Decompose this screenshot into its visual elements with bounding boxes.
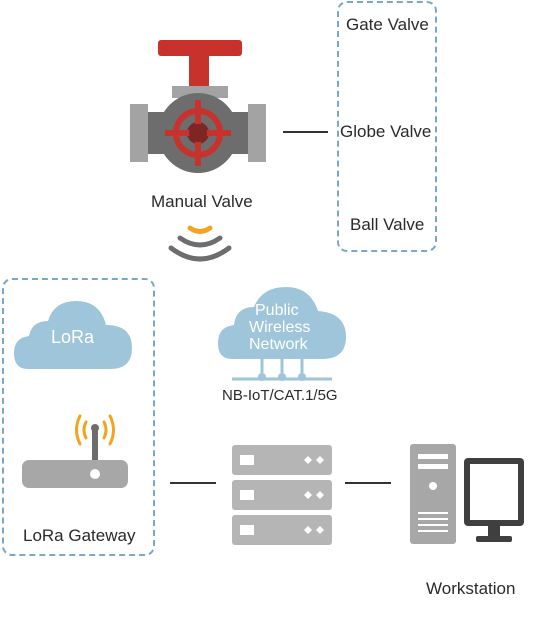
workstation-label: Workstation [426,579,516,598]
manual-valve-label: Manual Valve [151,192,253,211]
globe-valve-label: Globe Valve [340,122,432,141]
lora-cloud-label: LoRa [51,327,95,347]
lora-group-box [2,278,155,556]
lora-gateway-label: LoRa Gateway [23,526,136,545]
lora-cloud-icon [14,301,132,369]
network-cloud-line-2: Wireless [249,319,311,336]
manual-valve-icon [130,40,266,173]
valve-types-connector [283,131,328,133]
valve-types-box [337,1,437,252]
server-workstation-connector [345,482,391,484]
workstation-icon [410,444,524,544]
gateway-server-connector [170,482,216,484]
lora-gateway-icon [22,414,128,488]
gate-valve-label: Gate Valve [346,15,429,34]
server-icon [232,445,332,545]
network-protocols-label: NB-IoT/CAT.1/5G [222,387,338,404]
public-network-cloud-icon [218,287,346,381]
network-cloud-line-3: Network [249,336,308,353]
wireless-signal-icon [168,225,232,262]
network-cloud-line-1: Public [255,302,299,319]
ball-valve-label: Ball Valve [350,215,425,234]
